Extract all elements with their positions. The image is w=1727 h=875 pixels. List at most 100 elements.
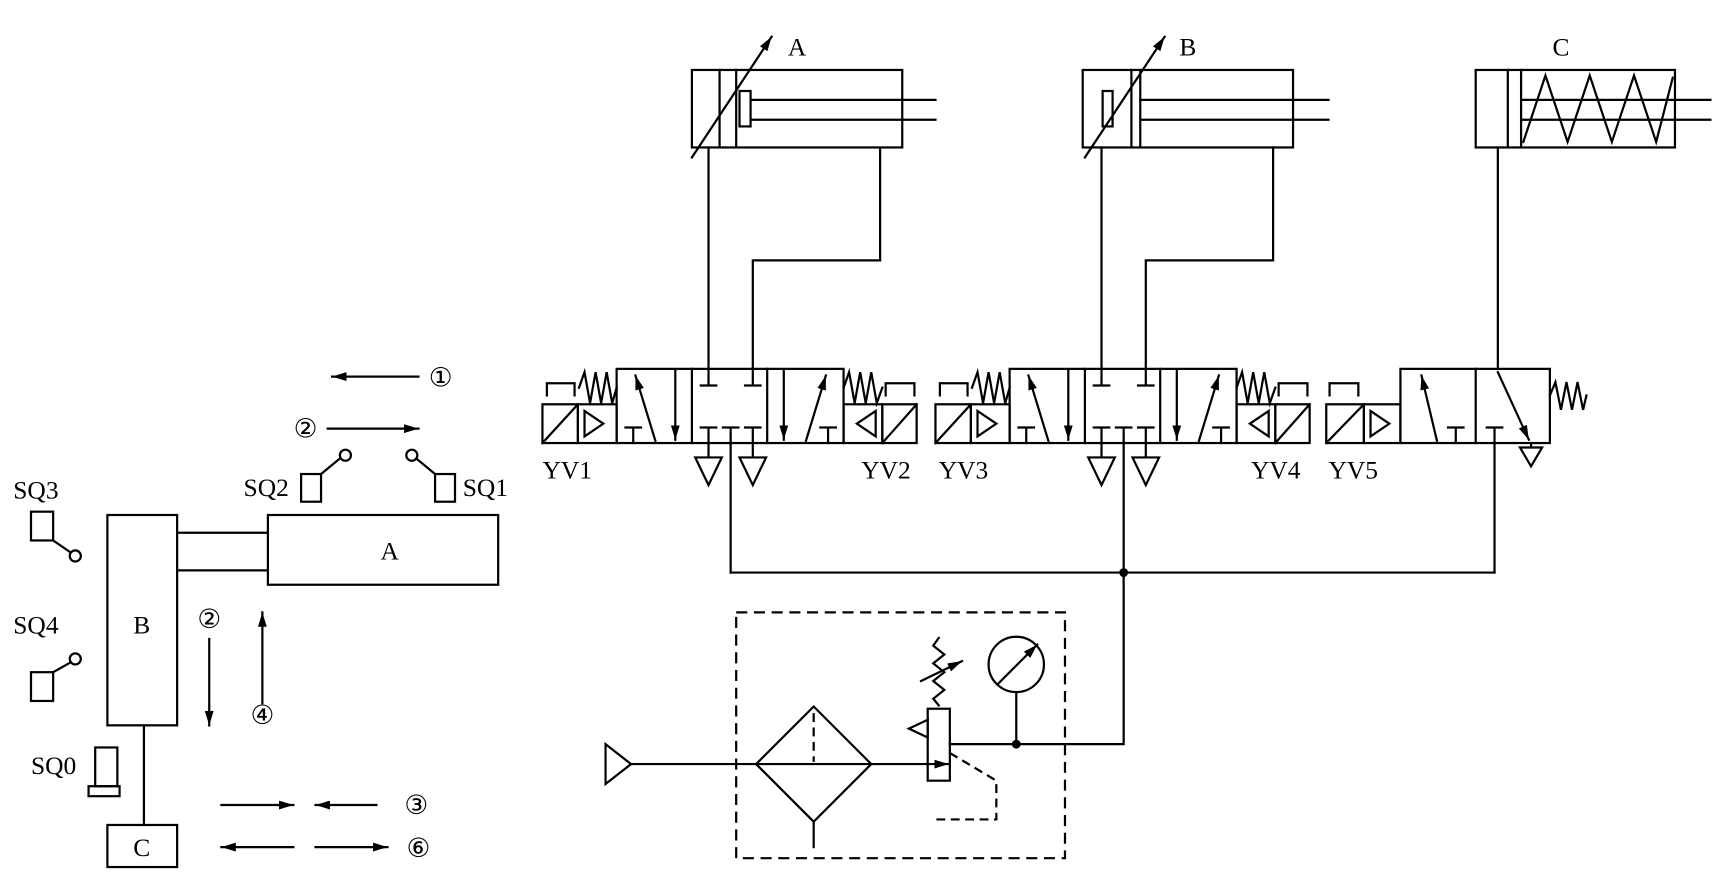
exhaust-icon [693, 456, 724, 488]
cylinder-c-label: C [1552, 33, 1569, 62]
pilot-box-left [576, 403, 618, 445]
return-spring [1548, 378, 1588, 411]
cylinder-b-barrel [1081, 68, 1295, 149]
cylinder-a-port2-line [751, 146, 882, 370]
exhaust-icon [1130, 456, 1161, 488]
sq4-body [29, 671, 55, 703]
blocked-port [819, 426, 837, 445]
flow-arrow [804, 374, 828, 443]
cylinder-a-barrel [690, 68, 904, 149]
cylinder-c: C [1474, 33, 1712, 149]
pilot-triangle-left [583, 408, 606, 439]
unit-c-label: C [133, 833, 150, 862]
exhaust-icon [737, 456, 768, 488]
unit-a-rod [176, 531, 270, 572]
unit-b-label: B [133, 610, 150, 639]
unit-a-label: A [380, 536, 399, 565]
cylinder-a-adjust-arrow [690, 35, 774, 159]
step2-vertical-label: ② [197, 604, 221, 635]
cylinder-c-spring [1521, 71, 1675, 146]
exhaust-icon [1086, 456, 1117, 488]
yv1-label: YV1 [542, 455, 592, 484]
sq4-roller [68, 652, 82, 666]
blocked-port [1017, 426, 1036, 445]
spring-right [1235, 367, 1277, 408]
spring-left [577, 367, 618, 404]
mechanism-sketch: ① ② SQ2 SQ1 SQ3 B [13, 363, 508, 869]
flow-arrow [634, 374, 657, 443]
sq0-limit-switch [87, 746, 121, 798]
regulator-adjust-arrow [919, 659, 964, 683]
sq4-lever [51, 660, 73, 674]
sq3-label: SQ3 [13, 475, 58, 504]
pilot-triangle-right [1247, 408, 1270, 439]
spring-left [970, 367, 1011, 404]
sq0-base [87, 785, 121, 798]
flow-arrow [1197, 374, 1221, 443]
sq3-limit-switch [29, 510, 82, 563]
cylinder-b-port2-line [1144, 146, 1275, 370]
step6-label: ⑥ [407, 833, 431, 864]
sq0-label: SQ0 [31, 751, 76, 780]
sq2-body [300, 472, 323, 503]
valve-yv5: YV5 [1324, 367, 1588, 484]
sq1-label: SQ1 [463, 473, 508, 502]
yv4-label: YV4 [1251, 455, 1301, 484]
spring-right [842, 367, 884, 408]
cylinder-a-cushion [738, 89, 752, 128]
cylinder-a-label: A [788, 33, 807, 62]
flow-arrow [1027, 374, 1050, 443]
solenoid-yv1-slash [540, 402, 580, 445]
blocked-port [624, 426, 643, 445]
solenoid-yv4-slash [1273, 402, 1312, 445]
cylinder-a: A [690, 33, 937, 159]
sq1-limit-switch [405, 448, 457, 503]
valve-yv1-yv2: YV1 YV2 [540, 367, 919, 488]
solenoid-yv2 [881, 403, 918, 445]
sq0-body [94, 746, 119, 788]
regulator-exhaust-icon [906, 718, 929, 740]
blocked-ports-center [699, 367, 762, 445]
pilot-triangle-right [854, 408, 877, 439]
pressure-gauge-needle [996, 642, 1039, 685]
frl-unit [604, 611, 1067, 860]
sq1-roller [405, 448, 419, 462]
sq3-body [29, 510, 55, 542]
cylinder-b-adjust-arrow [1083, 35, 1167, 159]
sq3-roller [68, 549, 82, 563]
blocked-ports-center [1092, 367, 1155, 445]
manual-override-right [1277, 382, 1309, 397]
sq3-lever [51, 538, 73, 555]
cylinder-b-label: B [1179, 33, 1196, 62]
yv5-label: YV5 [1328, 455, 1378, 484]
supply-lines [729, 441, 1496, 746]
cylinder-a-lines [707, 146, 882, 370]
exhaust-icon [1518, 446, 1545, 469]
sq1-lever [414, 456, 437, 476]
pilot-triangle-left [976, 408, 999, 439]
pilot-triangle [1369, 408, 1392, 439]
manual-override-left [545, 382, 576, 397]
step1-label: ① [429, 363, 453, 394]
sq4-label: SQ4 [13, 610, 59, 639]
step2-horizontal-label: ② [294, 413, 318, 444]
valve-yv3-yv4: YV3 YV4 [933, 367, 1312, 488]
sq2-limit-switch [300, 448, 353, 503]
solenoid-yv2-slash [880, 402, 919, 445]
regulator-pilot-line [935, 752, 998, 821]
manual-override-left [938, 382, 969, 397]
unit-a-box [266, 513, 500, 586]
yv2-label: YV2 [861, 455, 911, 484]
sq2-roller [338, 448, 353, 462]
frl-outlet-line [948, 571, 1125, 746]
solenoid-yv5-slash [1324, 402, 1366, 445]
yv3-label: YV3 [939, 455, 988, 484]
flow-arrow [1420, 374, 1439, 443]
sq2-lever [319, 456, 342, 476]
sq4-limit-switch [29, 652, 82, 703]
frl-dashed-enclosure [735, 611, 1067, 860]
blocked-port [1485, 426, 1504, 445]
flow-arrow [1496, 370, 1531, 442]
cylinder-b-lines [1100, 146, 1275, 370]
step4-label: ④ [250, 700, 274, 731]
